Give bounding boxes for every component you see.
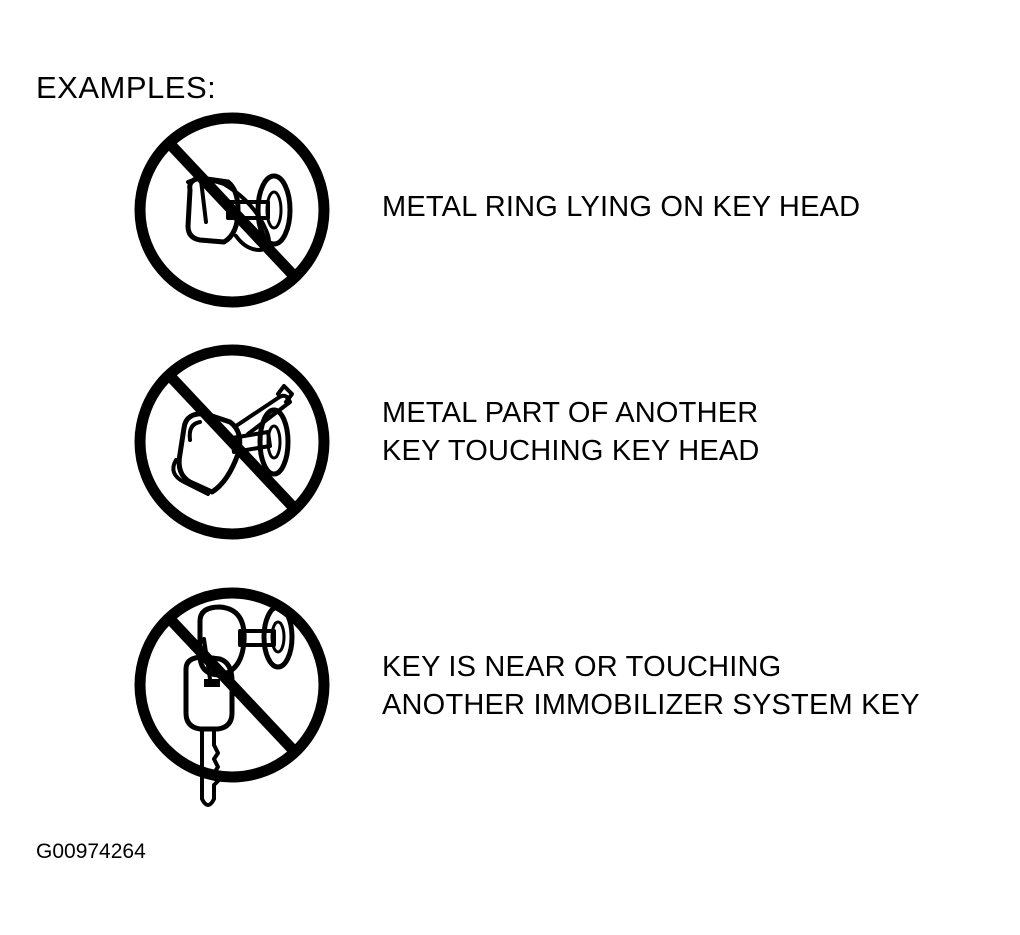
example-caption: KEY IS NEAR OR TOUCHING ANOTHER IMMOBILI… [382, 648, 920, 724]
prohibited-immobilizer-key-icon [134, 587, 330, 807]
example-caption: METAL PART OF ANOTHER KEY TOUCHING KEY H… [382, 394, 760, 470]
prohibited-other-key-icon [134, 344, 330, 540]
example-caption: METAL RING LYING ON KEY HEAD [382, 188, 860, 226]
caption-line: KEY TOUCHING KEY HEAD [382, 435, 760, 467]
diagram-heading: EXAMPLES: [36, 70, 217, 105]
caption-line: METAL RING LYING ON KEY HEAD [382, 191, 861, 223]
caption-line: KEY IS NEAR OR TOUCHING [382, 651, 782, 683]
caption-line: ANOTHER IMMOBILIZER SYSTEM KEY [382, 689, 920, 721]
caption-line: METAL PART OF ANOTHER [382, 397, 759, 429]
prohibited-metal-ring-icon [134, 112, 330, 308]
figure-id: G00974264 [36, 840, 146, 863]
